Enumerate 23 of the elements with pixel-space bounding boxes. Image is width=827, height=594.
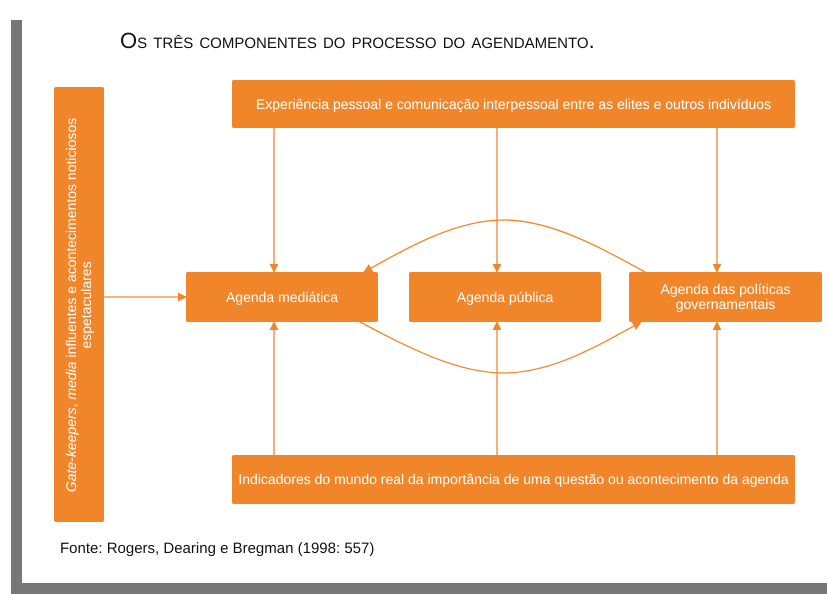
arrow (363, 219, 646, 273)
box-text: Experiência pessoal e comunicação interpessoal entre as elites e outros indivíduos (254, 96, 772, 112)
title: Os três componentes do processo do agendamento. (120, 28, 595, 54)
arrow (269, 321, 279, 455)
box-text: Agenda mediática (224, 290, 340, 304)
arrow (712, 321, 722, 455)
arrow (492, 321, 502, 455)
process-box (186, 272, 378, 322)
process-box (629, 272, 822, 322)
arrow (269, 128, 279, 273)
process-box (409, 272, 601, 322)
box-text: Gate-keepers, media influentes e acontecimentos noticiosos espetaculares (64, 116, 94, 494)
arrow (492, 128, 502, 273)
process-box (232, 455, 795, 504)
process-box (232, 80, 795, 128)
arrow (712, 128, 722, 273)
arrow (360, 321, 642, 374)
box-text: Indicadores do mundo real da importância de uma questão ou acontecimento da agenda (237, 472, 790, 487)
box-text: Agenda pública (456, 290, 554, 304)
source-note: Fonte: Rogers, Dearing e Bregman (1998: 557) (60, 540, 374, 557)
arrow (104, 292, 187, 302)
box-text: Agenda das políticas governamentais (660, 282, 792, 312)
vertical-box (54, 87, 104, 522)
